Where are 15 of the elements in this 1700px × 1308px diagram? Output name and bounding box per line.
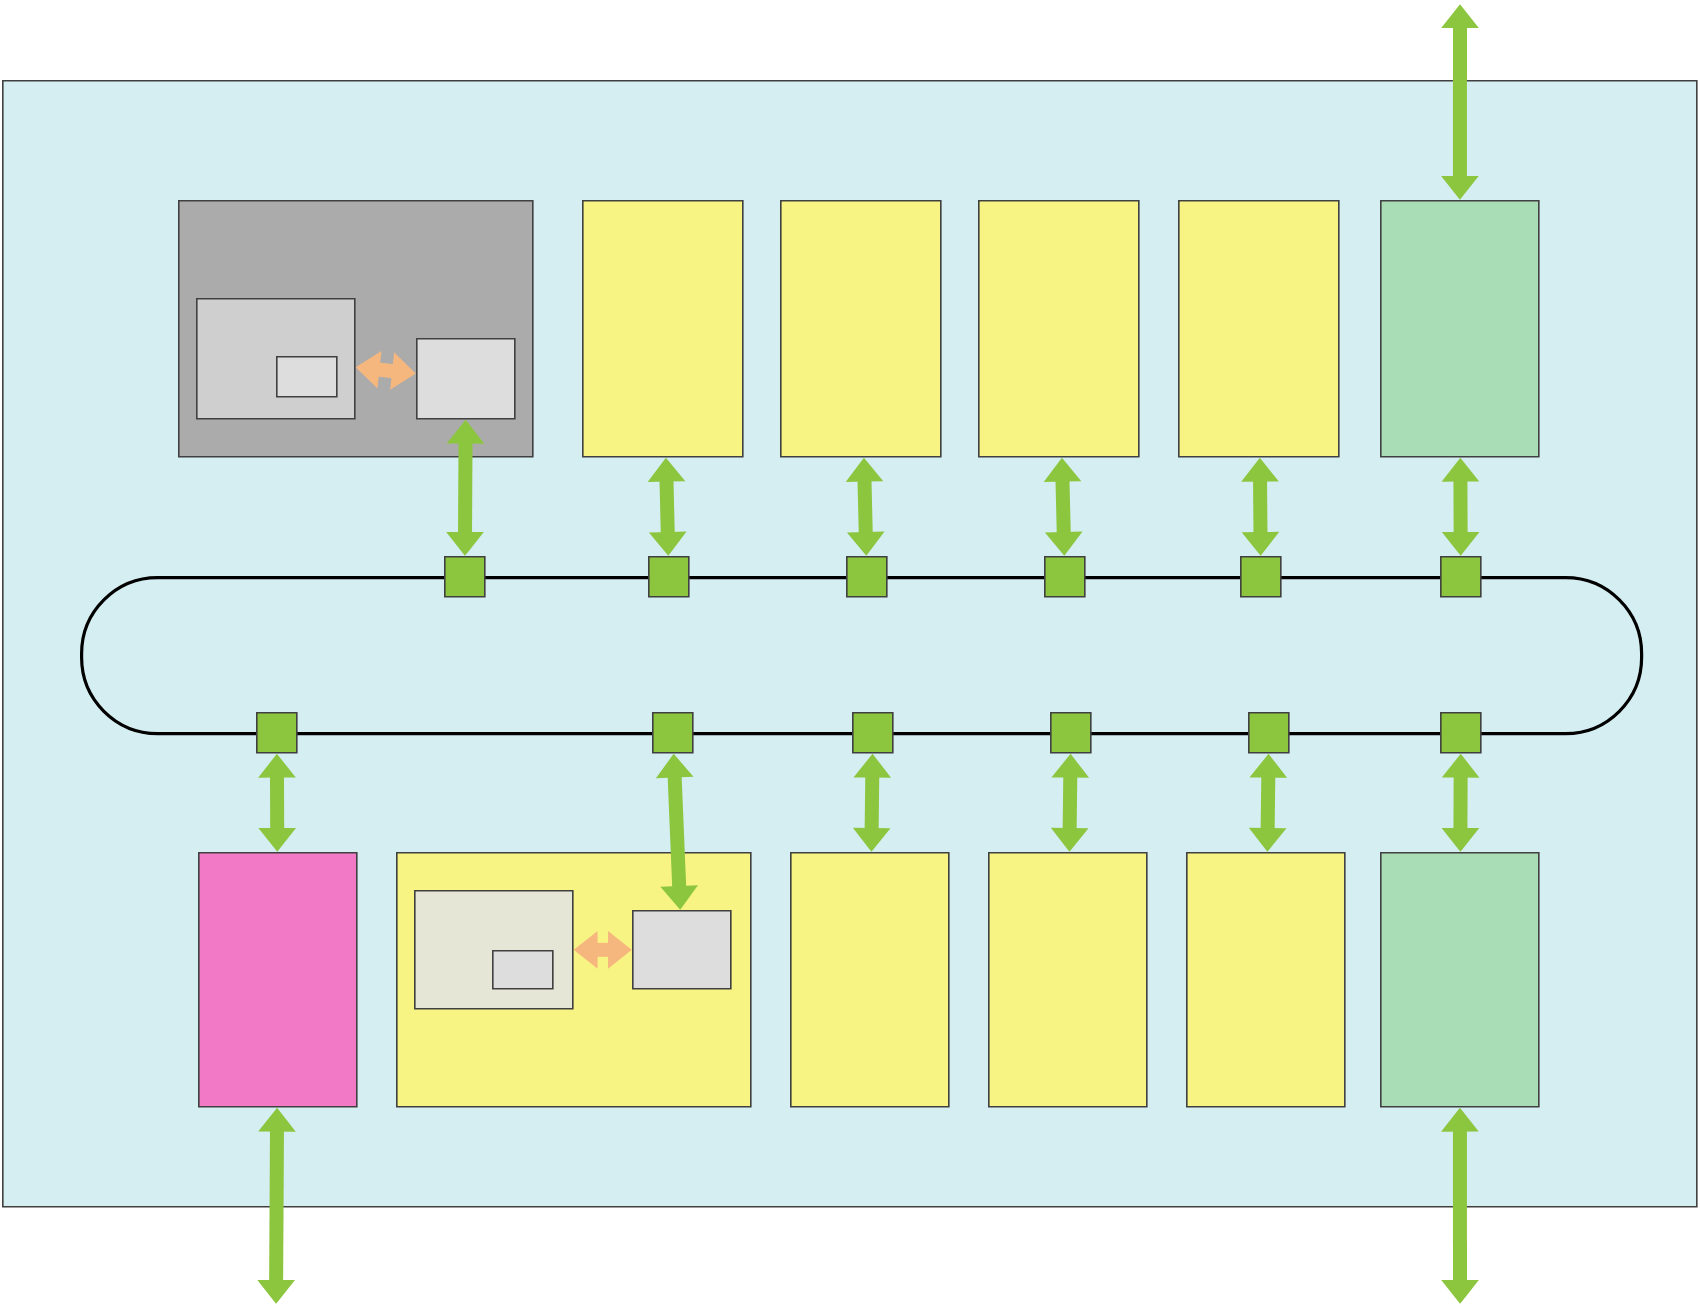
module-box [1380, 200, 1540, 458]
component-box [632, 910, 732, 990]
module-box [1380, 852, 1540, 1108]
module-box [790, 852, 950, 1108]
component-box [416, 338, 516, 420]
module-box [1186, 852, 1346, 1108]
component-box [276, 356, 338, 398]
module-box [978, 200, 1140, 458]
module-box [988, 852, 1148, 1108]
component-box [492, 950, 554, 990]
module-box [780, 200, 942, 458]
module-box [582, 200, 744, 458]
module-box [198, 852, 358, 1108]
module-box [1178, 200, 1340, 458]
bus-ring [80, 576, 1644, 736]
